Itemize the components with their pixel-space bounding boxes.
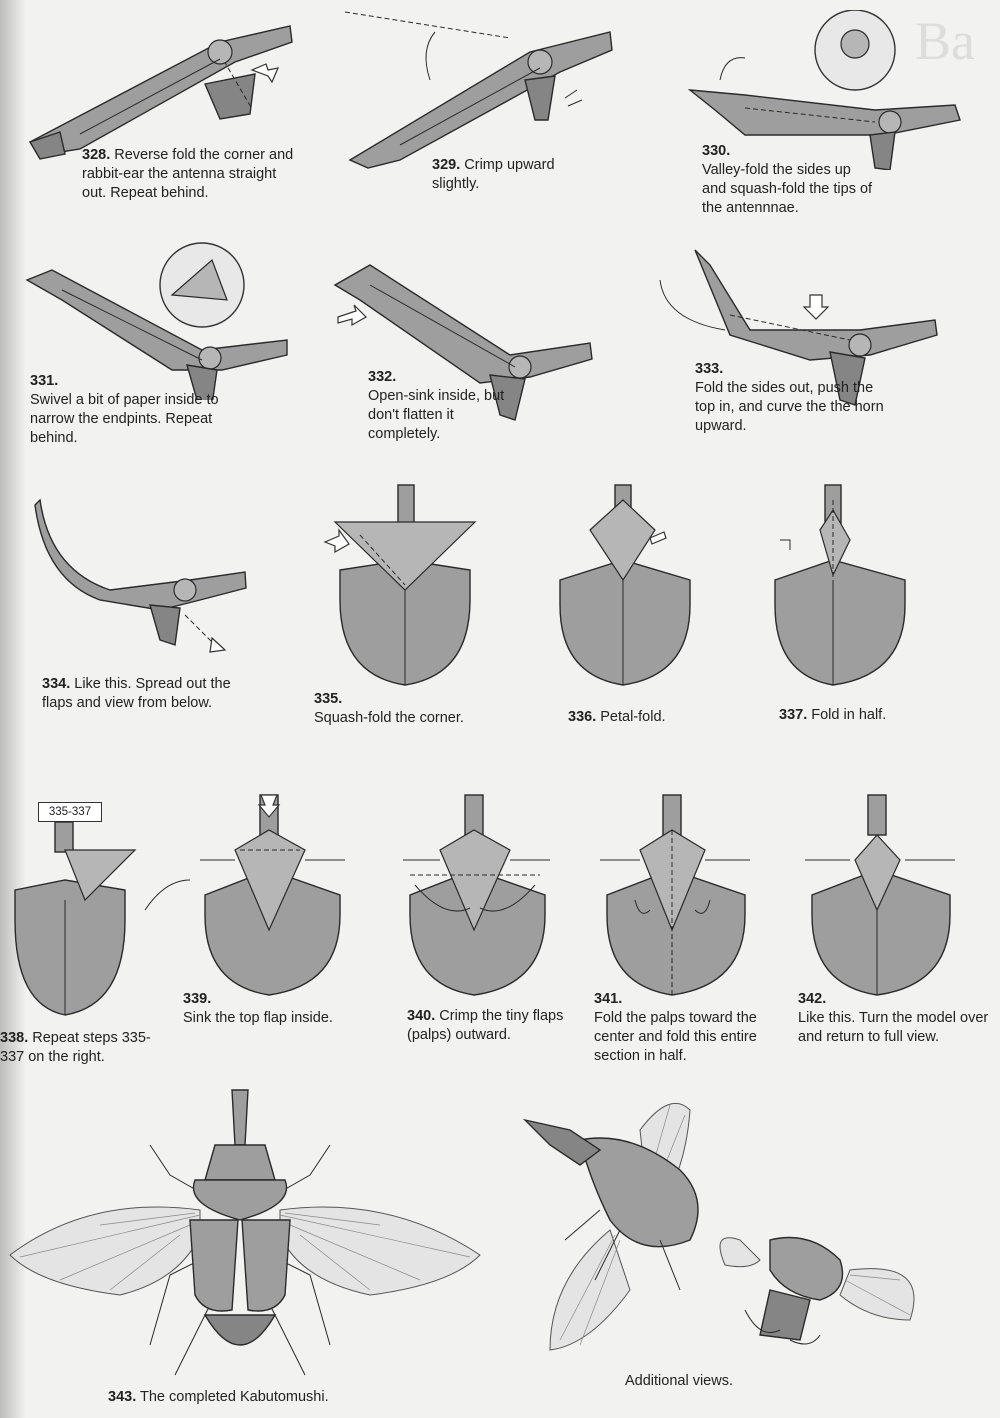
diagram-step-332: [333, 264, 593, 421]
diagram-step-342: [805, 794, 955, 996]
caption-step-331: 331.Swivel a bit of paper inside to narr…: [30, 373, 219, 446]
step-reference-box: 335-337: [38, 802, 102, 822]
caption-additional-views: Additional views.: [625, 1373, 733, 1389]
diagram-step-343-completed-beetle: [9, 1089, 481, 1376]
caption-step-332: 332.Open-sink inside, but don't flatten …: [368, 369, 505, 442]
diagram-step-329: [344, 11, 613, 169]
caption-step-339: 339.Sink the top flap inside.: [183, 991, 333, 1026]
diagram-step-331: [25, 242, 288, 400]
diagram-step-341: [600, 794, 750, 996]
caption-step-335: 335.Squash-fold the corner.: [314, 691, 464, 726]
caption-step-342: 342.Like this. Turn the model over and r…: [798, 991, 989, 1045]
bleed-through-text: Ba: [915, 11, 975, 71]
caption-step-334: 334. Like this. Spread out the flaps and…: [42, 676, 231, 711]
diagram-step-338: [14, 821, 191, 1016]
caption-step-338: 338. Repeat steps 335-337 on the right.: [0, 1030, 151, 1065]
diagram-step-339: [200, 794, 345, 996]
diagram-step-335: [323, 484, 477, 686]
caption-step-340: 340. Crimp the tiny flaps (palps) outwar…: [407, 1008, 564, 1043]
diagram-additional-views: [522, 1102, 915, 1351]
diagram-step-337: [774, 484, 906, 686]
diagram-step-334: [34, 498, 247, 653]
caption-step-336: 336. Petal-fold.: [568, 709, 666, 725]
caption-step-337: 337. Fold in half.: [779, 707, 887, 723]
page-gutter-shadow: [0, 0, 26, 1418]
caption-step-329: 329. Crimp upward slightly.: [432, 157, 555, 192]
diagram-step-336: [559, 484, 691, 686]
caption-step-341: 341.Fold the palps toward the center and…: [594, 991, 757, 1064]
diagram-step-328: [28, 25, 293, 160]
caption-step-330: 330.Valley-fold the sides up and squash-…: [702, 143, 873, 216]
caption-step-333: 333.Fold the sides out, push the top in,…: [695, 361, 884, 434]
caption-step-343: 343. The completed Kabutomushi.: [108, 1389, 329, 1405]
caption-step-328: 328. Reverse fold the corner and rabbit-…: [82, 147, 294, 201]
diagram-step-340: [403, 794, 550, 996]
diagram-step-333: [659, 249, 938, 406]
diagram-step-330: [687, 10, 961, 170]
